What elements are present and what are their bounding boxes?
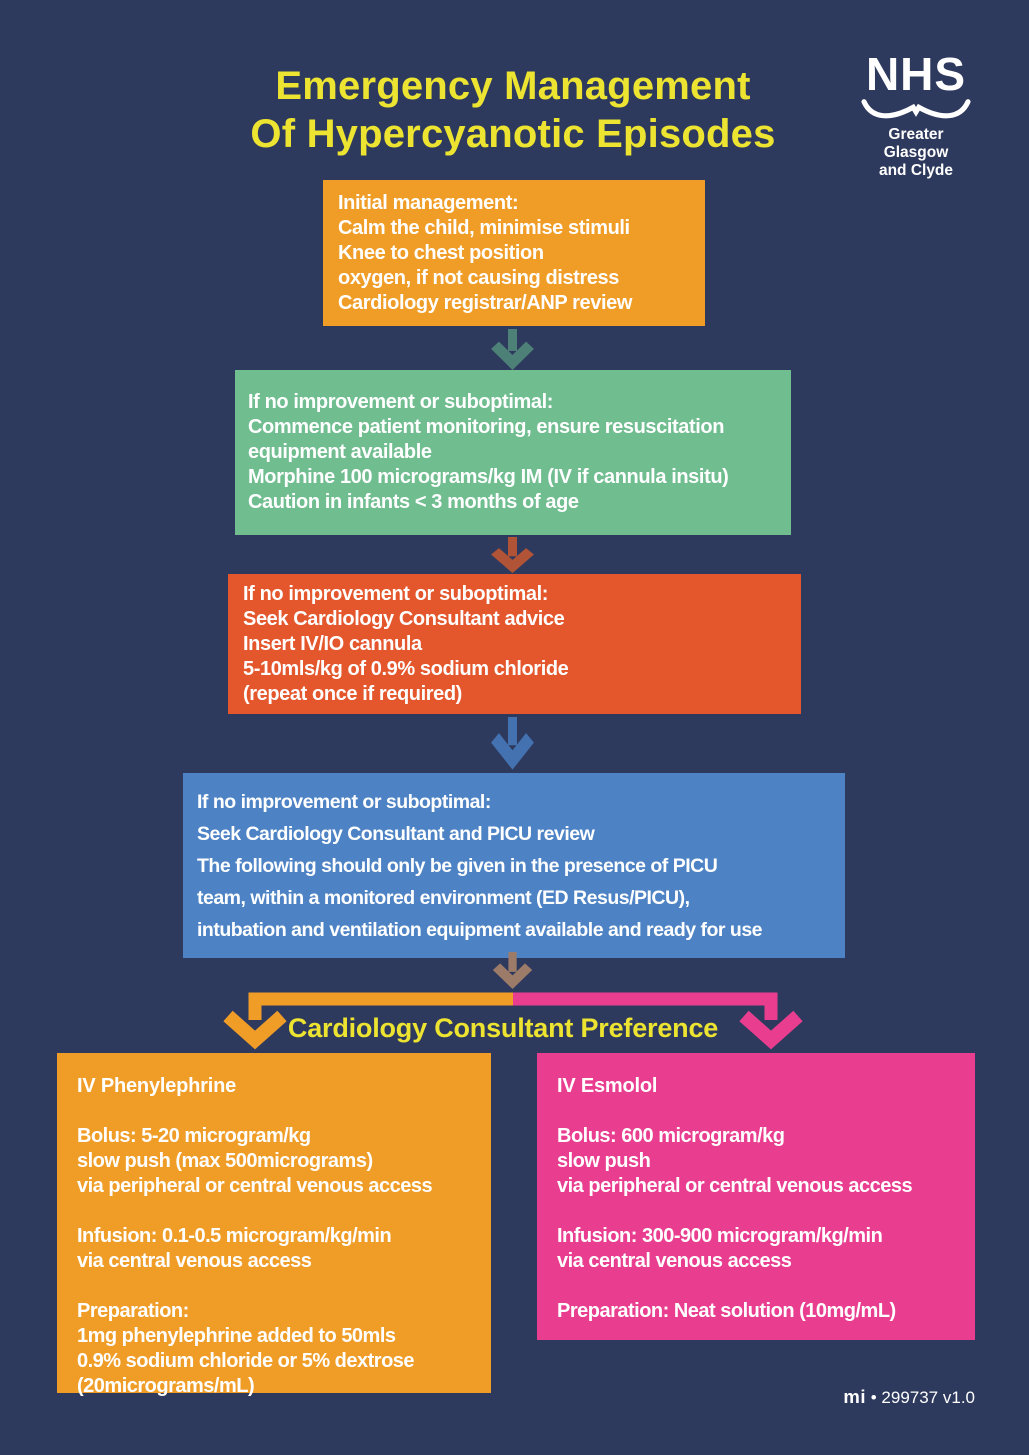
page-title-line1: Emergency Management [275,64,751,108]
flow-step-no-improvement-1-text: If no improvement or suboptimal: Commenc… [248,391,729,513]
arrow-down-icon [491,537,534,574]
option-iv-phenylephrine-title: IV Phenylephrine [77,1075,237,1097]
flow-step-initial-management: Initial management: Calm the child, mini… [323,180,705,326]
arrow-down-icon [491,329,534,370]
publisher-mark: mi [843,1386,866,1407]
reference-number: • 299737 v1.0 [870,1388,975,1407]
flow-step-no-improvement-2-text: If no improvement or suboptimal: Seek Ca… [243,582,569,705]
nhs-region-line1: Greater Glasgow [883,126,949,161]
branch-split-arrows-icon [223,992,803,1050]
nhs-region-line2: and Clyde [878,162,954,179]
nhs-logo-text: NHS [865,48,967,100]
flow-step-no-improvement-3-text: If no improvement or suboptimal: Seek Ca… [197,790,763,941]
branch-label: Cardiology Consultant Preference [287,1013,719,1043]
flow-step-initial-management-text: Initial management: Calm the child, mini… [338,191,633,314]
option-iv-esmolol-body: Bolus: 600 microgram/kg slow push via pe… [557,1125,913,1322]
option-iv-esmolol: IV Esmolol Bolus: 600 microgram/kg slow … [537,1053,975,1340]
document-reference: mi • 299737 v1.0 [843,1386,975,1408]
flow-step-no-improvement-1: If no improvement or suboptimal: Commenc… [235,370,791,535]
page-title: Emergency Management Of Hypercyanotic Ep… [198,62,828,158]
option-iv-esmolol-title: IV Esmolol [557,1075,658,1097]
page-title-line2: Of Hypercyanotic Episodes [250,112,776,156]
flow-step-no-improvement-3: If no improvement or suboptimal: Seek Ca… [183,773,845,958]
nhs-swoosh-icon [861,99,971,119]
nhs-logo: NHS Greater Glasgow and Clyde [855,48,977,180]
flow-step-no-improvement-2: If no improvement or suboptimal: Seek Ca… [228,574,801,714]
arrow-down-icon [491,717,534,770]
option-iv-phenylephrine: IV Phenylephrine Bolus: 5-20 microgram/k… [57,1053,491,1397]
arrow-down-icon [492,952,533,990]
option-iv-phenylephrine-body: Bolus: 5-20 microgram/kg slow push (max … [77,1125,433,1397]
